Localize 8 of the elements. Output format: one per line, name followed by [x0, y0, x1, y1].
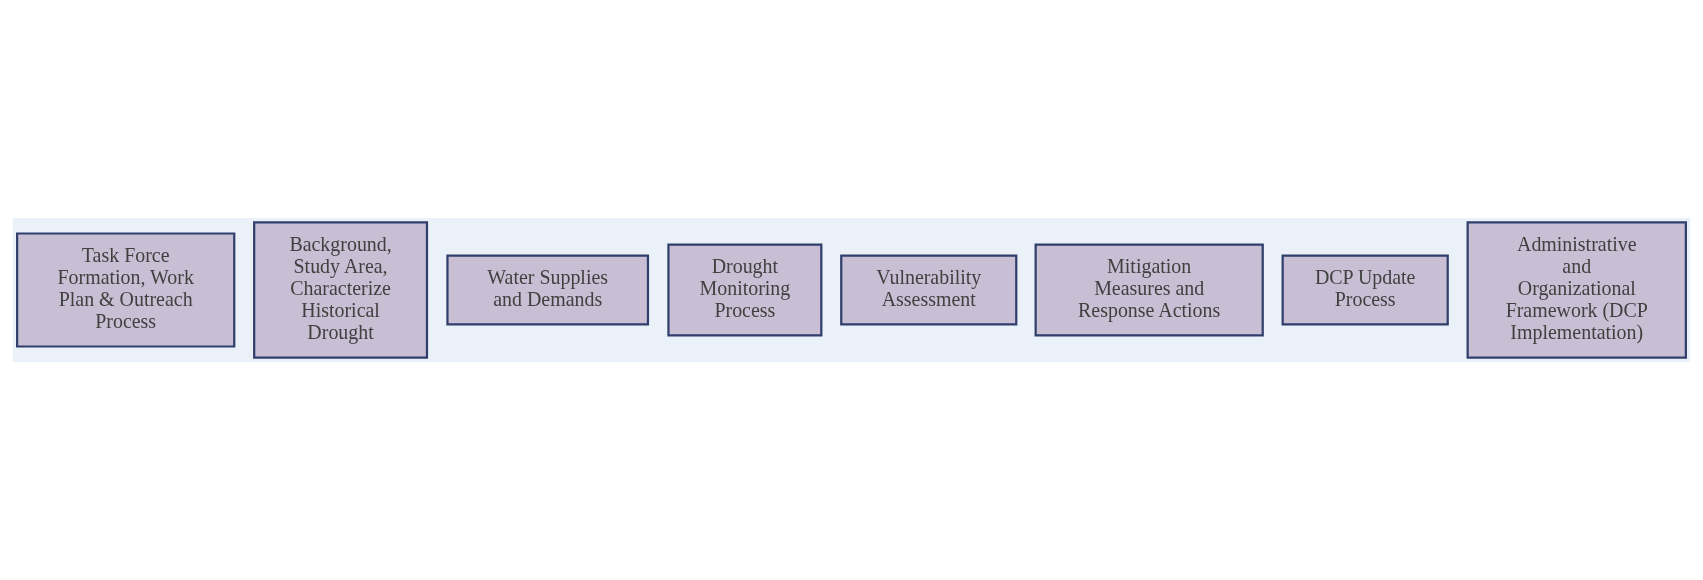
node-box: DCP Update Process	[1281, 254, 1449, 326]
node-box: Background, Study Area, Characterize Historical Drought	[253, 221, 429, 359]
node-box: Vulnerability Assessment	[840, 254, 1018, 326]
node-box: Drought Monitoring Process	[667, 243, 823, 337]
node-box: Mitigation Measures and Response Actions	[1034, 243, 1264, 337]
node-box: Water Supplies and Demands	[446, 254, 650, 326]
node-box: Task Force Formation, Work Plan & Outreach Process	[16, 232, 236, 348]
node-box: Administrative and Organizational Framework (DCP Implementation)	[1466, 221, 1687, 359]
